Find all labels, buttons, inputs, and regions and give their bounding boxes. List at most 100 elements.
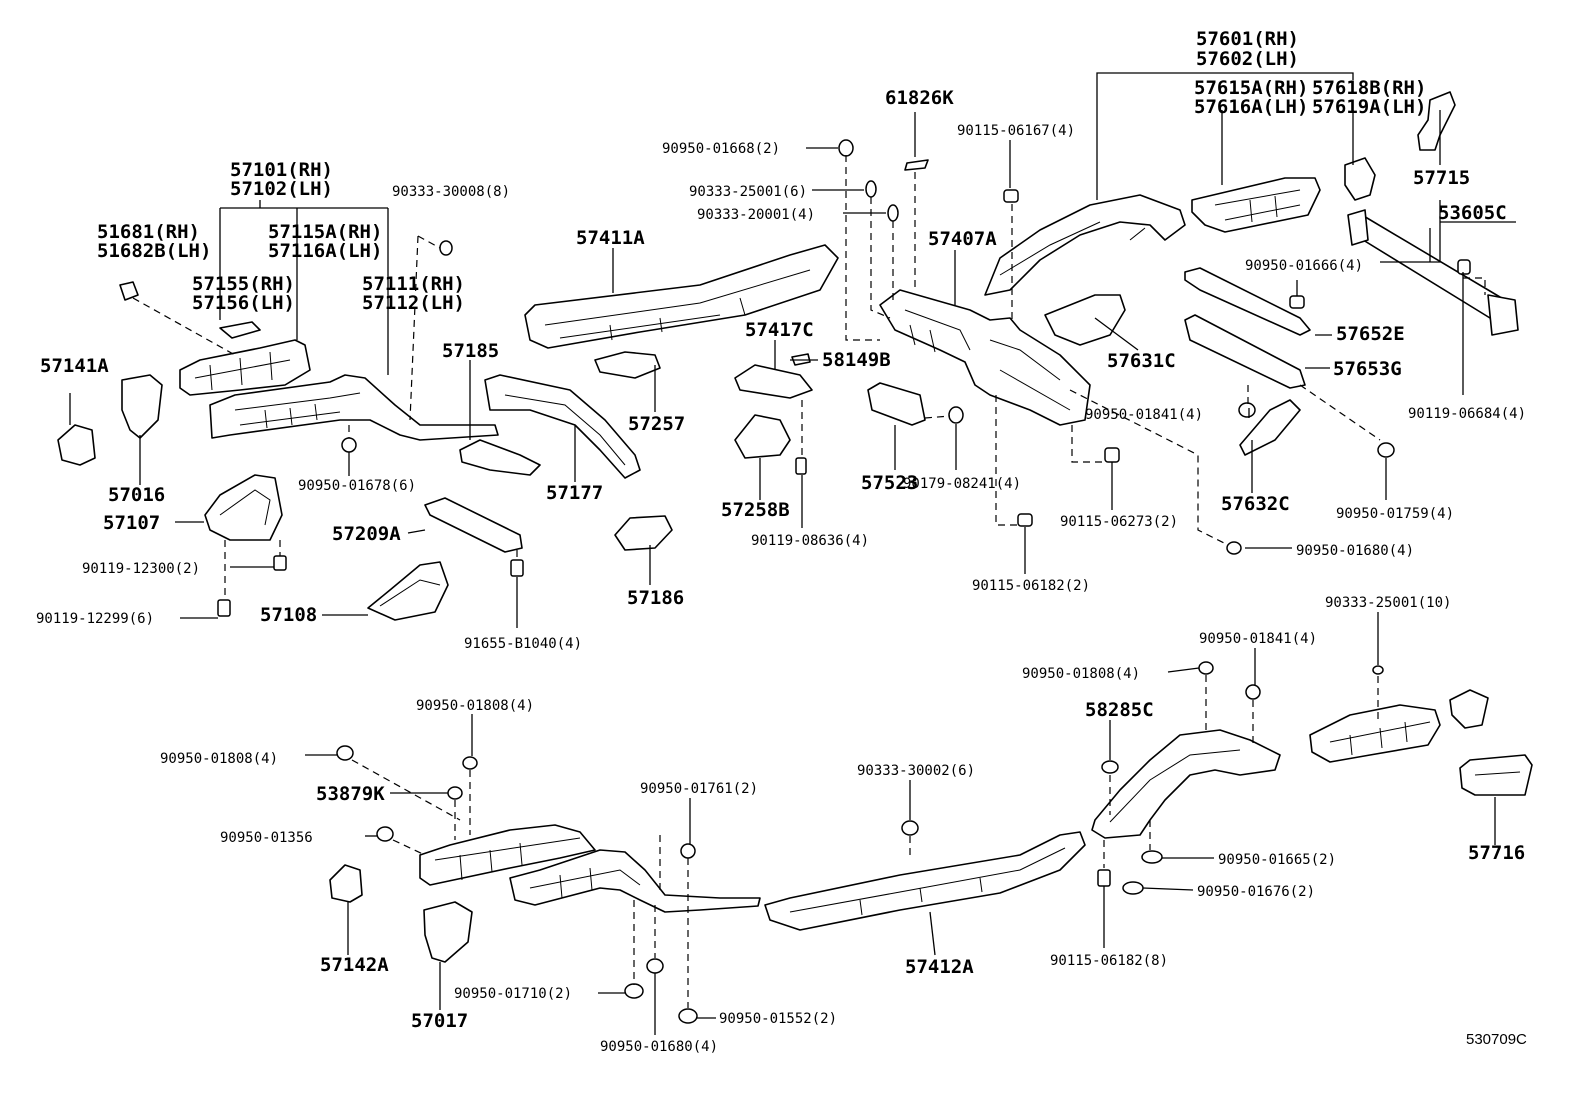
fastener-90950-01808-b[interactable] [462, 756, 478, 770]
part-57618B-shape[interactable] [1344, 157, 1376, 201]
label-58285C: 58285C [1085, 699, 1154, 721]
part-57715-shape[interactable] [1417, 91, 1456, 151]
fastener-90115-06182-8[interactable] [1097, 869, 1111, 887]
part-57185-shape[interactable] [459, 439, 541, 476]
label-61826K: 61826K [885, 87, 954, 109]
part-57101-shape[interactable] [209, 374, 499, 441]
part-lower-wheel-housing-shape[interactable] [1091, 729, 1281, 839]
part-57716-shape[interactable] [1459, 754, 1533, 796]
fastener-90333-25001-10[interactable] [1372, 665, 1384, 675]
part-57653G-shape[interactable] [1184, 314, 1306, 389]
part-57186-shape[interactable] [614, 515, 673, 551]
fastener-90950-01710[interactable] [624, 983, 644, 999]
label-57108: 57108 [260, 604, 317, 626]
fastener-91655-B1040[interactable] [510, 559, 524, 577]
fastener-90115-06182-2[interactable] [1017, 513, 1033, 527]
fastener-90179-08241[interactable] [948, 406, 964, 424]
part-57115A-shape[interactable] [179, 339, 311, 396]
part-57523-shape[interactable] [867, 382, 926, 426]
part-57412A-shape[interactable] [764, 831, 1086, 931]
label-57417C: 57417C [745, 319, 814, 341]
fastener-90950-01552[interactable] [678, 1008, 698, 1024]
label-57116A: 57116A(LH) [268, 240, 382, 262]
part-lower-front-member-outer-shape[interactable] [419, 824, 596, 886]
label-90950-01808-c: 90950-01808(4) [160, 751, 278, 767]
fastener-90119-08636[interactable] [795, 457, 807, 475]
fastener-90950-01680-a[interactable] [1226, 541, 1242, 555]
label-57523: 57523 [861, 472, 918, 494]
part-57601-shape[interactable] [984, 194, 1186, 296]
fastener-90115-06273[interactable] [1104, 447, 1120, 463]
part-51681-shape[interactable] [119, 281, 139, 301]
label-57102: 57102(LH) [230, 178, 333, 200]
part-57177-shape[interactable] [484, 374, 641, 479]
label-90950-01678: 90950-01678(6) [298, 478, 416, 494]
label-53879K: 53879K [316, 783, 385, 805]
label-57141A: 57141A [40, 355, 109, 377]
label-90950-01808-a: 90950-01808(4) [1022, 666, 1140, 682]
label-57653G: 57653G [1333, 358, 1402, 380]
fastener-90950-01841-b[interactable] [1245, 684, 1261, 700]
fastener-90950-01356[interactable] [376, 826, 394, 842]
fastener-90119-12299[interactable] [217, 599, 231, 617]
fastener-90333-30002[interactable] [901, 820, 919, 836]
part-57016-shape[interactable] [121, 374, 163, 439]
label-57101: 57101(RH) [230, 159, 333, 181]
part-53605C-shape[interactable] [1351, 214, 1511, 331]
label-90333-25001-6: 90333-25001(6) [689, 184, 807, 200]
part-57142A-shape[interactable] [329, 864, 363, 903]
label-90333-30008: 90333-30008(8) [392, 184, 510, 200]
fastener-90950-01759[interactable] [1377, 442, 1395, 458]
label-57619A: 57619A(LH) [1312, 96, 1426, 118]
fastener-58285C[interactable] [1101, 760, 1119, 774]
label-90950-01841-b: 90950-01841(4) [1199, 631, 1317, 647]
label-57111: 57111(RH) [362, 273, 465, 295]
part-57107-shape[interactable] [204, 474, 283, 541]
fastener-90950-01666[interactable] [1289, 295, 1305, 309]
fastener-90333-30008[interactable] [439, 240, 453, 256]
label-90119-12299: 90119-12299(6) [36, 611, 154, 627]
part-labels: 57601(RH) 57602(LH) 57615A(RH) 57616A(LH… [36, 28, 1527, 1055]
label-90115-06182-8: 90115-06182(8) [1050, 953, 1168, 969]
fastener-90333-25001-6[interactable] [865, 180, 877, 198]
label-57632C: 57632C [1221, 493, 1290, 515]
fastener-90119-06684[interactable] [1457, 259, 1471, 275]
fastener-90115-06167[interactable] [1003, 189, 1019, 203]
fastener-90950-01841-a[interactable] [1238, 402, 1256, 418]
fastener-90950-01676[interactable] [1122, 881, 1144, 895]
part-57257-shape[interactable] [594, 351, 661, 379]
part-57017-shape[interactable] [423, 901, 473, 963]
fastener-90950-01808-c[interactable] [336, 745, 354, 761]
label-90950-01761: 90950-01761(2) [640, 781, 758, 797]
label-57186: 57186 [627, 587, 684, 609]
part-57631C-shape[interactable] [1044, 294, 1126, 346]
part-57209A-shape[interactable] [424, 497, 523, 553]
part-57141A-shape[interactable] [57, 424, 96, 466]
label-57615A: 57615A(RH) [1194, 77, 1308, 99]
fastener-90950-01808-a[interactable] [1198, 661, 1214, 675]
label-57017: 57017 [411, 1010, 468, 1032]
part-shapes [57, 91, 1533, 963]
part-57108-shape[interactable] [367, 561, 449, 621]
part-57258B-shape[interactable] [734, 414, 791, 459]
fastener-90950-01668[interactable] [838, 139, 854, 157]
label-90115-06273: 90115-06273(2) [1060, 514, 1178, 530]
part-57417C-shape[interactable] [734, 364, 813, 399]
fastener-90950-01680-b[interactable] [646, 958, 664, 974]
part-57615A-shape[interactable] [1191, 177, 1321, 233]
part-61826K-shape[interactable] [904, 159, 929, 171]
fastener-90950-01665[interactable] [1141, 850, 1163, 864]
fastener-90950-01678[interactable] [341, 437, 357, 453]
fastener-53879K[interactable] [447, 786, 463, 800]
part-57632C-shape[interactable] [1239, 399, 1301, 456]
fastener-90333-20001[interactable] [887, 204, 899, 222]
label-90119-08636: 90119-08636(4) [751, 533, 869, 549]
label-90950-01808-b: 90950-01808(4) [416, 698, 534, 714]
part-57411A-shape[interactable] [524, 244, 839, 349]
fastener-90119-12300[interactable] [273, 555, 287, 571]
label-57601: 57601(RH) [1196, 28, 1299, 50]
part-57155-shape[interactable] [219, 321, 261, 339]
fastener-90950-01761[interactable] [680, 843, 696, 859]
part-57652E-shape[interactable] [1184, 267, 1311, 336]
